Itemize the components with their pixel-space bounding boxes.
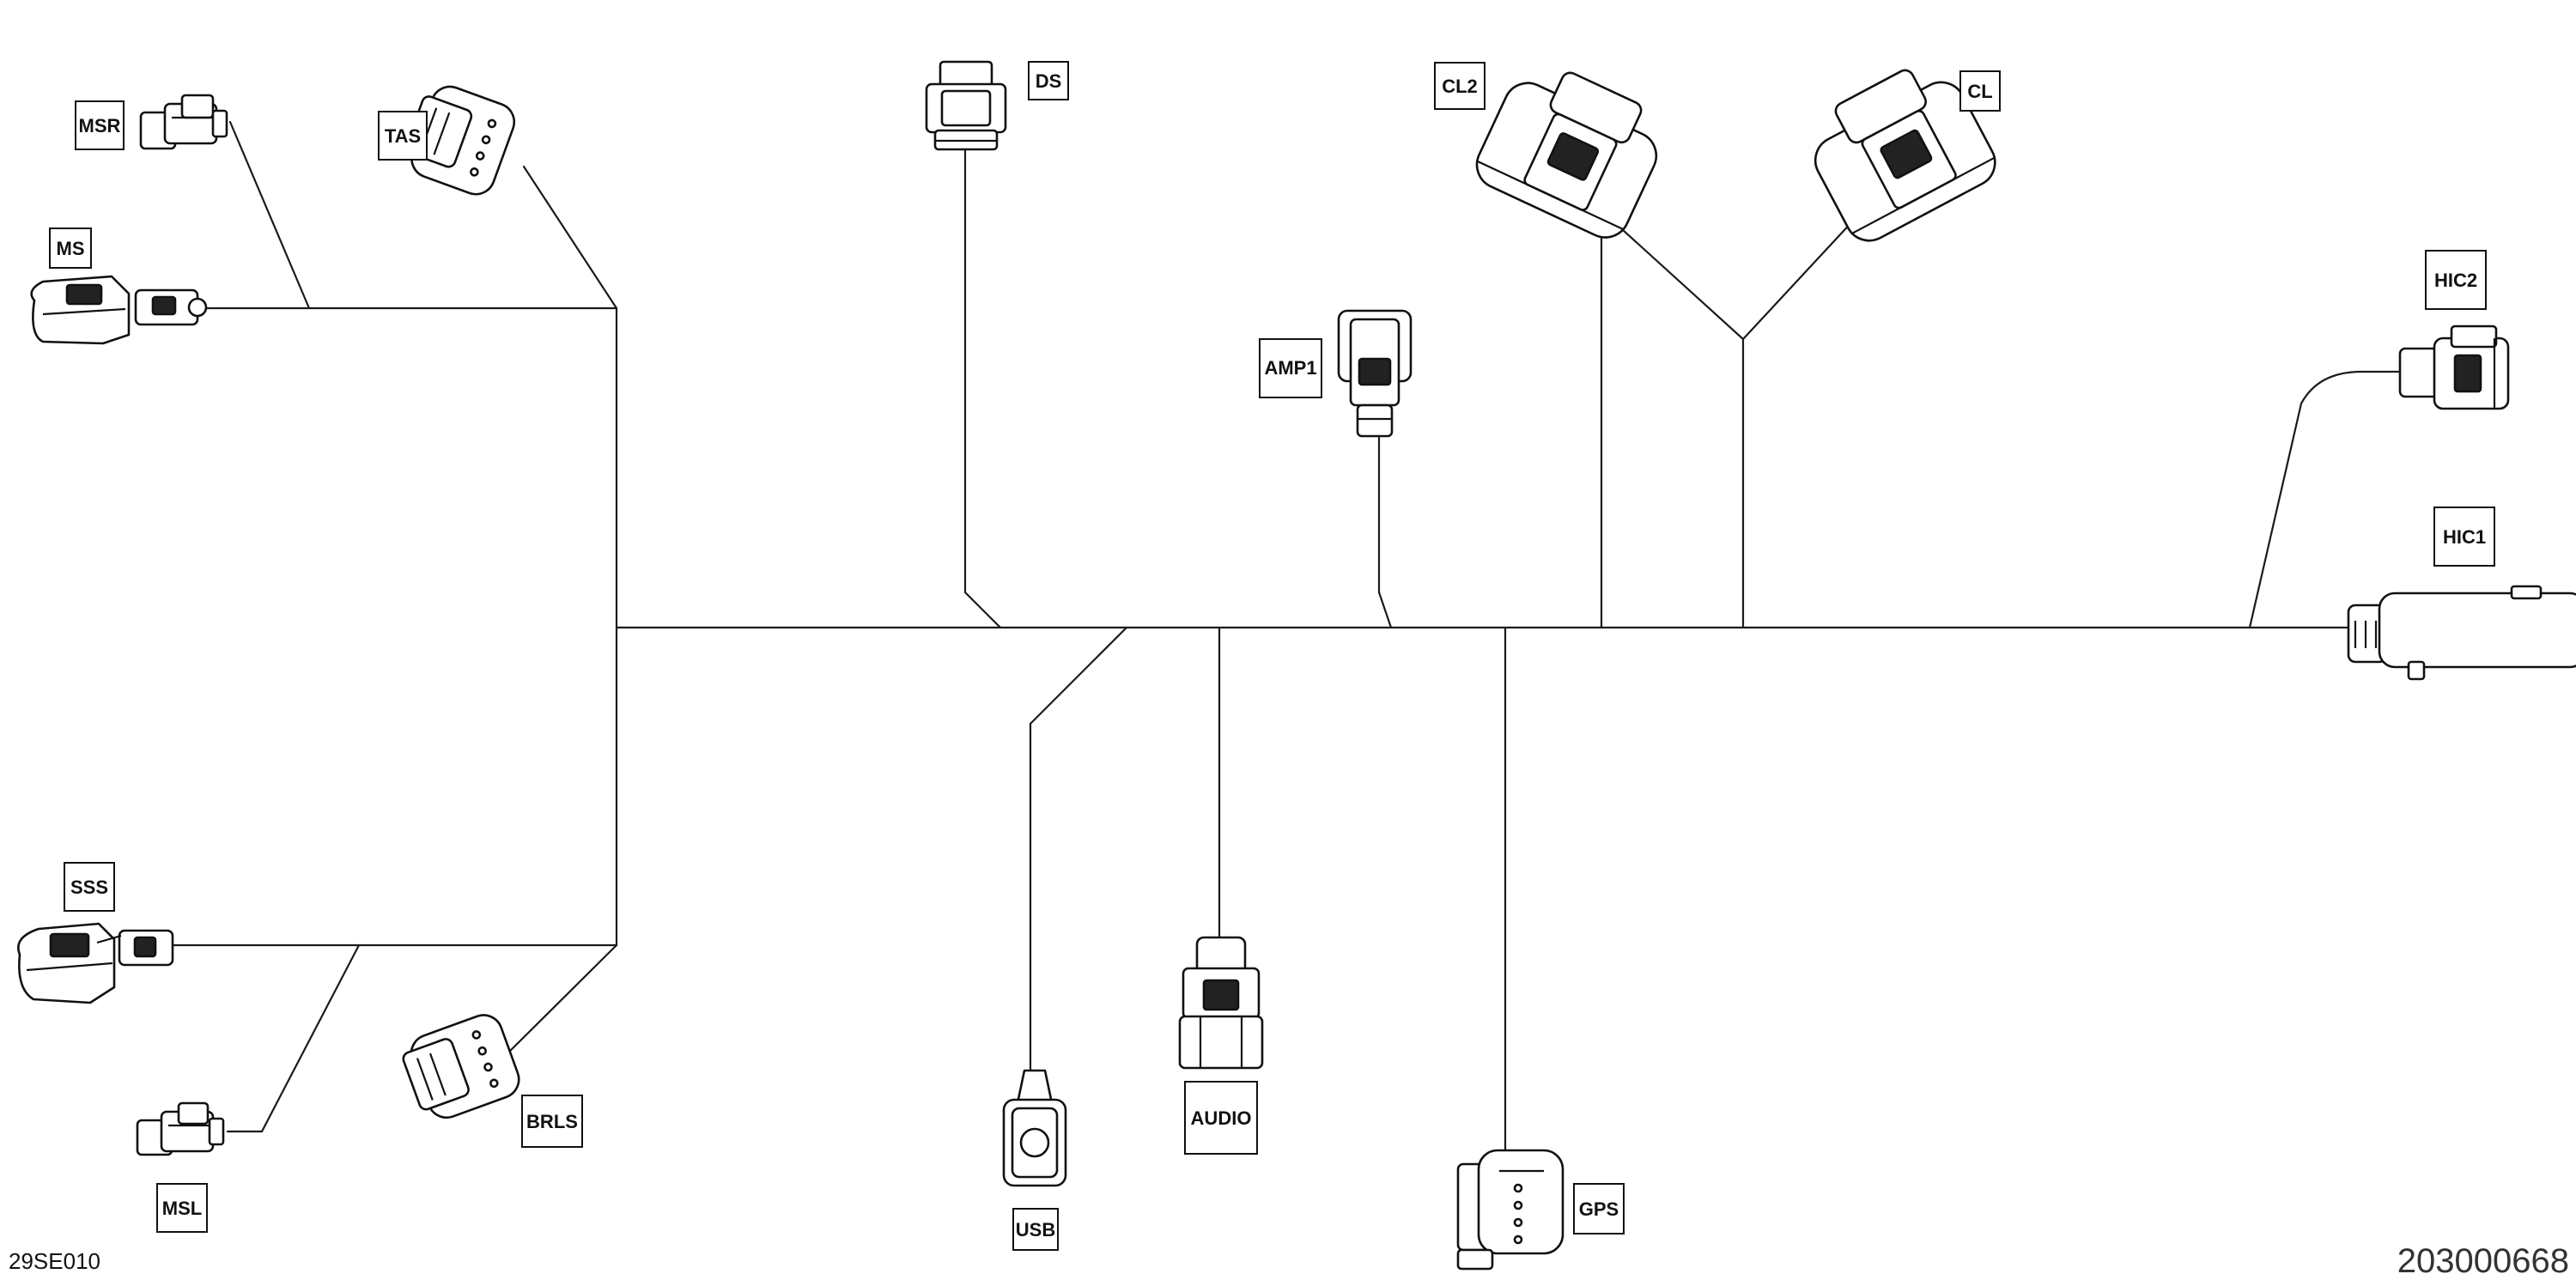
hic1-connector-icon: [2347, 585, 2576, 681]
label-gps: GPS: [1573, 1183, 1625, 1235]
label-hic2-text: HIC2: [2434, 270, 2477, 291]
amp1-wire: [1377, 436, 1393, 629]
cl2-splice-wire: [1602, 211, 1745, 341]
label-sss: SSS: [64, 862, 115, 912]
label-ms-text: MS: [57, 238, 85, 259]
label-msl-text: MSL: [162, 1198, 202, 1219]
ds-wire: [963, 136, 1002, 629]
ms-connector-icon: [30, 275, 208, 345]
cl-splice-wire: [1741, 217, 1856, 341]
label-hic1: HIC1: [2433, 507, 2495, 567]
label-msr: MSR: [75, 100, 125, 150]
gps-connector-icon: [1456, 1149, 1564, 1271]
brls-connector-icon: [402, 1014, 520, 1119]
cl2-connector-icon: [1475, 71, 1658, 239]
part-number: 203000668: [2397, 1242, 2569, 1280]
msr-wire: [228, 120, 311, 310]
tas-wire: [522, 165, 618, 310]
label-hic1-text: HIC1: [2443, 526, 2486, 548]
label-brls: BRLS: [521, 1095, 583, 1148]
label-sss-text: SSS: [70, 877, 108, 898]
label-usb: USB: [1012, 1208, 1059, 1251]
label-msr-text: MSR: [79, 115, 121, 136]
msr-connector-icon: [139, 94, 228, 150]
sss-connector-icon: [17, 922, 174, 1004]
cl-connector-icon: [1814, 69, 1996, 242]
harness-wires: [153, 120, 2406, 1152]
label-tas-text: TAS: [385, 125, 421, 147]
usb-connector-icon: [1002, 1069, 1067, 1187]
label-audio-text: AUDIO: [1191, 1107, 1252, 1129]
label-msl: MSL: [156, 1183, 208, 1233]
label-hic2: HIC2: [2425, 250, 2487, 310]
label-cl2: CL2: [1434, 62, 1485, 110]
label-ds: DS: [1028, 61, 1069, 100]
label-amp1-text: AMP1: [1264, 357, 1316, 379]
label-gps-text: GPS: [1579, 1198, 1619, 1220]
label-audio: AUDIO: [1184, 1081, 1258, 1155]
hic2-wire: [2248, 370, 2406, 629]
label-ds-text: DS: [1036, 70, 1062, 92]
msl-connector-icon: [136, 1101, 225, 1156]
label-amp1: AMP1: [1259, 338, 1322, 398]
label-cl: CL: [1959, 70, 2001, 112]
label-tas: TAS: [378, 111, 428, 161]
label-cl2-text: CL2: [1442, 76, 1478, 97]
ds-connector-icon: [925, 60, 1007, 151]
usb-wire: [1029, 626, 1128, 1075]
hic2-connector-icon: [2398, 325, 2510, 410]
diagram-id: 29SE010: [9, 1248, 100, 1274]
label-cl-text: CL: [1967, 81, 1992, 102]
label-brls-text: BRLS: [526, 1111, 578, 1132]
msl-wire: [226, 943, 361, 1133]
audio-connector-icon: [1178, 936, 1264, 1070]
label-usb-text: USB: [1016, 1219, 1055, 1241]
amp1-connector-icon: [1337, 309, 1413, 438]
label-ms: MS: [49, 227, 92, 269]
brls-wire: [496, 943, 618, 1065]
tas-connector-icon: [404, 85, 516, 196]
